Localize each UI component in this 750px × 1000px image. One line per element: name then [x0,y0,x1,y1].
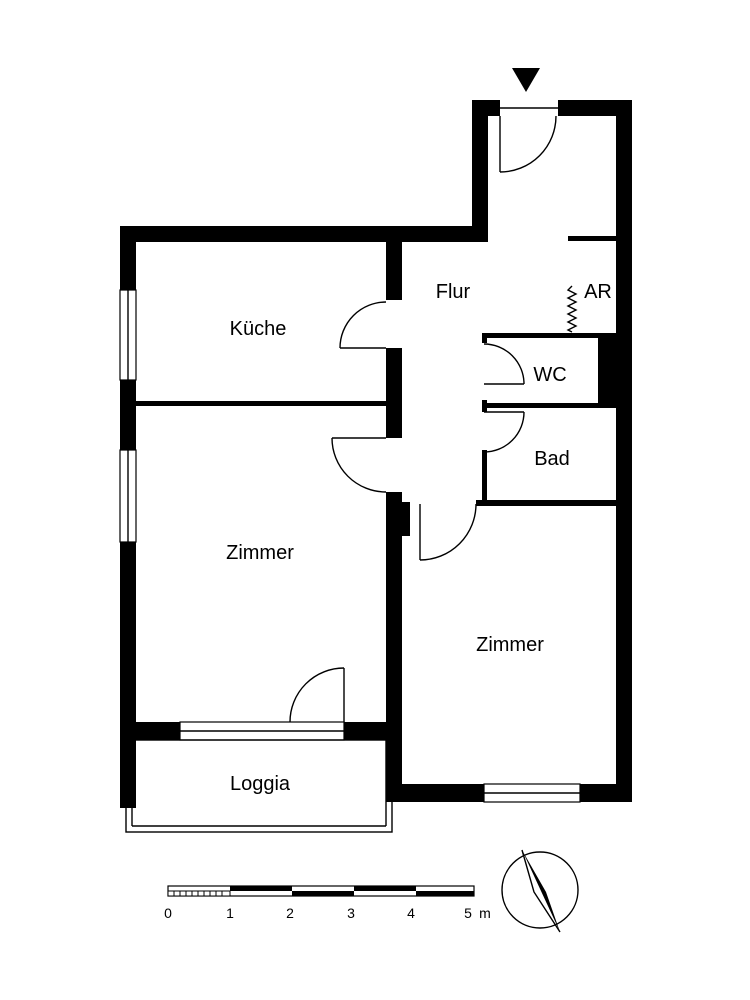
entrance-door[interactable] [499,107,558,173]
door-bad[interactable] [483,411,525,453]
scale-tick-3: 3 [347,905,355,921]
scale-tick-0: 0 [164,905,172,921]
scale-bar: 0 1 2 3 4 5 m [164,885,491,921]
door-wc[interactable] [483,343,525,385]
scale-tick-5: 5 [464,905,472,921]
scale-unit: m [479,905,491,921]
loggia [125,739,393,833]
door-zimmer-left[interactable] [331,437,387,493]
room-label-bad: Bad [534,448,570,470]
doors [289,107,558,723]
room-label-kueche: Küche [230,318,287,340]
scale-tick-2: 2 [286,905,294,921]
door-zimmer-right[interactable] [419,503,477,561]
room-label-zimmer-right: Zimmer [476,634,544,656]
room-label-ar: AR [584,281,612,303]
entrance-arrow-icon [512,68,540,92]
ar-curtain [566,285,578,333]
door-loggia[interactable] [289,667,345,723]
door-kueche[interactable] [339,301,387,349]
north-arrow-icon [501,849,579,933]
interior-walls [136,236,616,802]
windows [119,289,581,803]
scale-tick-4: 4 [407,905,415,921]
room-label-zimmer-left: Zimmer [226,542,294,564]
outer-walls [120,100,632,808]
room-label-wc: WC [533,364,566,386]
room-label-loggia: Loggia [230,773,291,795]
room-label-flur: Flur [436,281,471,303]
scale-tick-1: 1 [226,905,234,921]
